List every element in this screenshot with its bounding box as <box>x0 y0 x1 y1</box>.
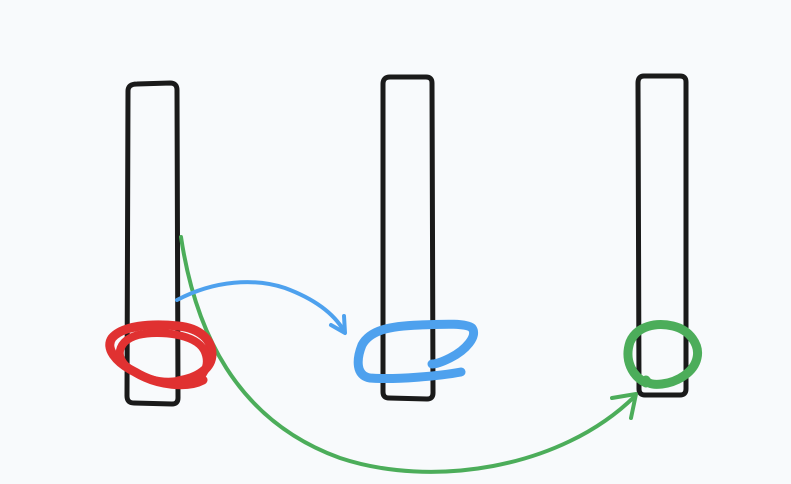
arrow-blue-curve <box>175 280 346 333</box>
rod-left <box>124 80 181 407</box>
arrow-green-curve <box>179 235 637 474</box>
arrow-blue-head <box>329 314 347 335</box>
ring-red <box>105 320 217 390</box>
arrow-green-head <box>610 392 638 420</box>
ring-green <box>623 320 703 389</box>
ring-green-loop <box>623 320 703 389</box>
rod-middle <box>380 74 436 402</box>
ring-blue-loop <box>353 319 478 384</box>
rod-right <box>635 73 689 398</box>
rods-group <box>124 73 689 407</box>
arrow-blue <box>175 280 347 335</box>
arrow-green <box>179 235 638 474</box>
ring-blue <box>353 319 478 384</box>
ring-red-loop-inner <box>115 329 211 386</box>
